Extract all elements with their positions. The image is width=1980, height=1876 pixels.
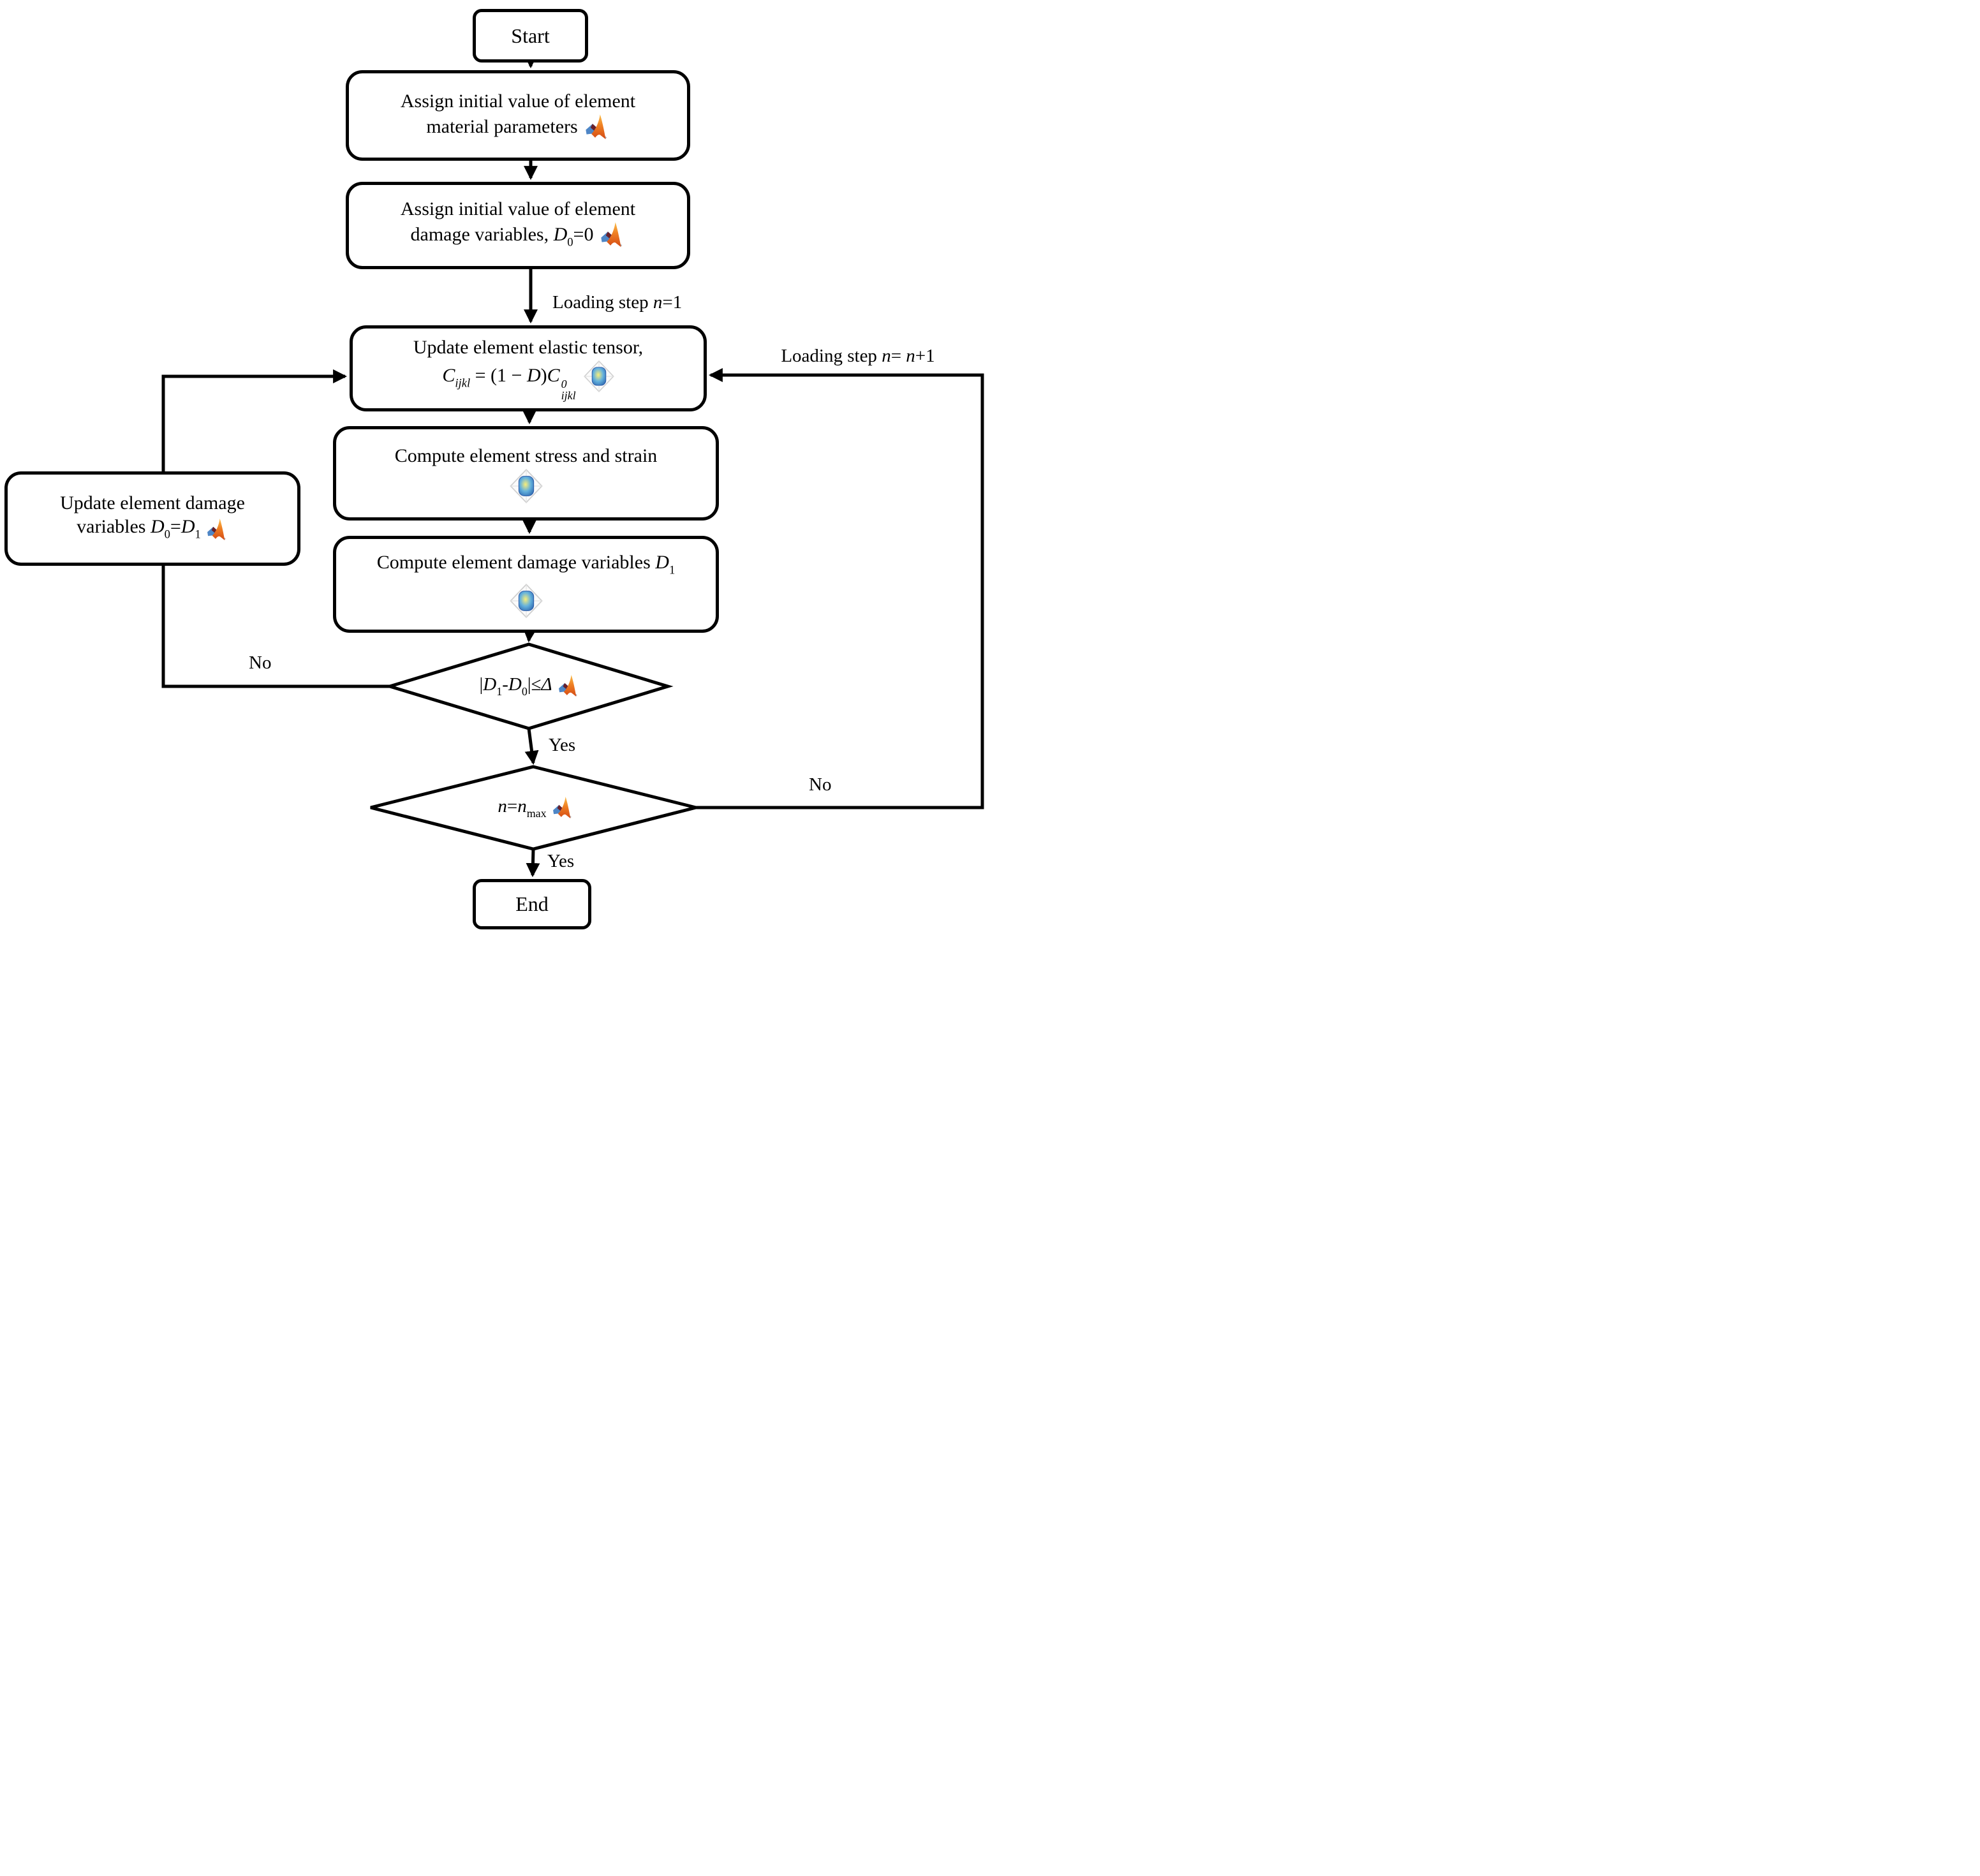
node-start: Start	[473, 9, 588, 63]
node-update-tensor: Update element elastic tensor, Cijkl = (…	[350, 325, 707, 411]
edge-label-loading-step-next: Loading step n= n+1	[781, 346, 935, 366]
edge-label-loading-step-initial: Loading step n=1	[552, 292, 683, 313]
node-update-damage: Update element damage variables D0=D1	[4, 471, 300, 566]
connector-layer	[161, 54, 984, 878]
node-text-line: material parameters	[426, 113, 609, 142]
node-text-line: damage variables, D0=0	[411, 221, 626, 254]
matlab-icon	[552, 795, 574, 821]
node-text-line: Compute element damage variables D1	[376, 552, 676, 577]
connector-max-step-no-loop	[696, 367, 984, 809]
node-compute-stress: Compute element stress and strain	[333, 426, 719, 521]
node-text-line: Compute element stress and strain	[394, 445, 658, 466]
end-label: End	[515, 892, 549, 915]
node-text-line: Update element elastic tensor,	[413, 337, 644, 358]
comsol-icon	[510, 469, 543, 503]
edge-label-no-convergence: No	[249, 653, 272, 673]
node-text-line: Assign initial value of element	[400, 198, 636, 219]
matlab-icon	[206, 517, 228, 543]
node-assign-damage: Assign initial value of element damage v…	[346, 182, 690, 269]
decision-convergence-label: |D1-D0|≤Δ	[408, 662, 651, 711]
matlab-icon	[558, 674, 580, 699]
connector-convergence-yes-to-max-step	[524, 728, 539, 765]
flowchart: Start Assign initial value of element ma…	[0, 0, 990, 938]
start-label: Start	[511, 24, 550, 47]
edge-label-yes-convergence: Yes	[549, 735, 576, 755]
node-text-line: Update element damage	[60, 492, 245, 513]
node-end: End	[473, 879, 591, 929]
comsol-icon	[510, 584, 543, 618]
node-compute-damage: Compute element damage variables D1	[333, 536, 719, 633]
node-text-line: Assign initial value of element	[400, 90, 636, 112]
edge-label-yes-max-step: Yes	[547, 851, 575, 871]
matlab-icon	[584, 113, 610, 142]
node-text-line: variables D0=D1	[77, 515, 228, 546]
decision-convergence-shape	[384, 642, 674, 730]
decision-max-step-shape	[370, 765, 697, 851]
matlab-icon	[600, 221, 625, 250]
decision-max-step-label: n=nmax	[421, 783, 651, 833]
edge-label-no-max-step: No	[809, 774, 832, 795]
node-assign-material: Assign initial value of element material…	[346, 70, 690, 161]
comsol-icon	[584, 360, 614, 392]
